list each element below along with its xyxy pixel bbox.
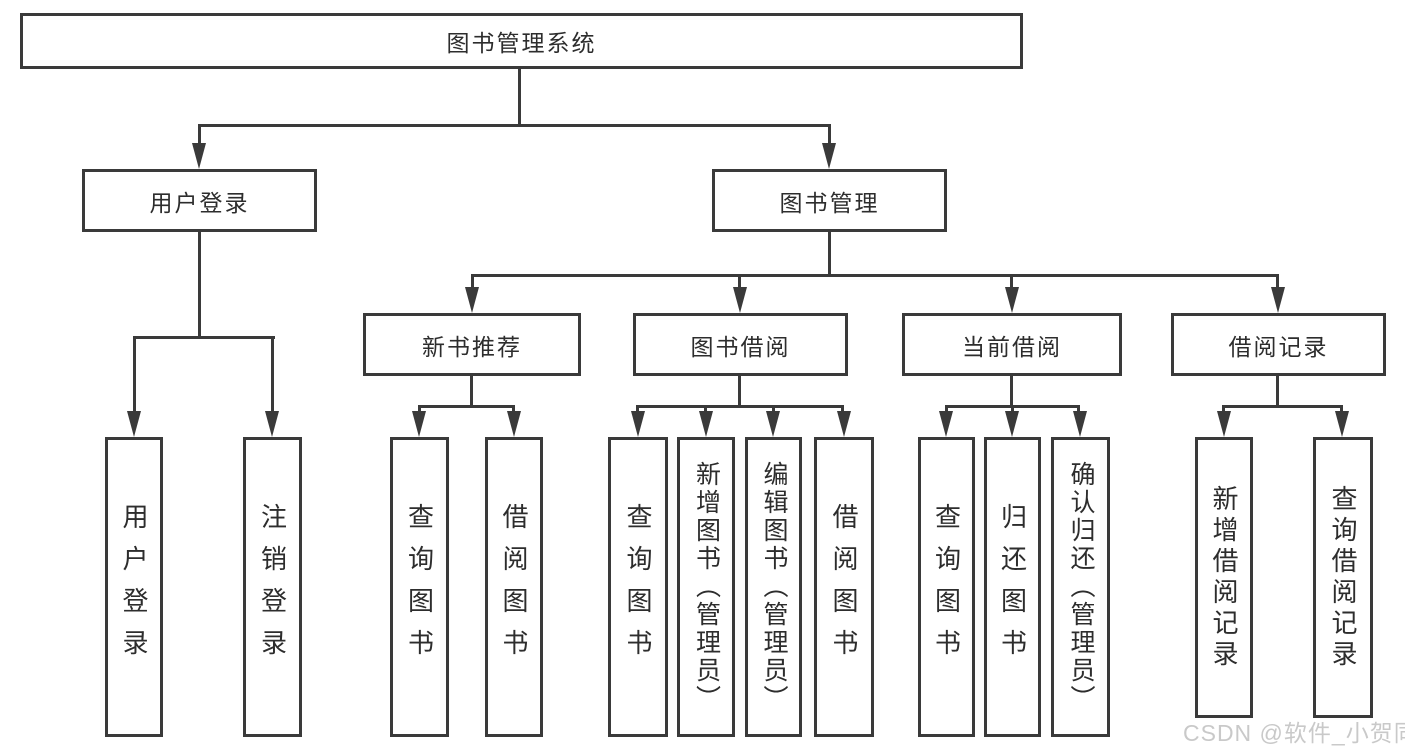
node-label: 注销登录 — [257, 503, 288, 671]
arrow-down-icon — [265, 411, 279, 437]
node-label: 新增借阅记录 — [1209, 484, 1239, 671]
node-label: 图书借阅 — [690, 333, 791, 360]
connector-line — [636, 405, 844, 408]
connector-line — [1222, 405, 1225, 415]
leaf-borrow-books-borrowing: 借阅图书 — [814, 437, 874, 737]
connector-line — [471, 274, 474, 290]
node-label: 查询借阅记录 — [1328, 484, 1358, 671]
connector-line — [772, 405, 775, 415]
leaf-edit-book-admin: 编辑图书（管理员） — [745, 437, 802, 737]
connector-line — [841, 405, 844, 415]
arrow-down-icon — [733, 287, 747, 313]
node-label: 用户登录 — [119, 503, 149, 671]
leaf-add-borrow-record: 新增借阅记录 — [1195, 437, 1253, 718]
leaf-confirm-return-admin: 确认归还（管理员） — [1051, 437, 1110, 737]
node-label: 查询图书 — [623, 503, 653, 671]
connector-line — [636, 405, 639, 415]
node-label: 图书管理系统 — [446, 30, 597, 56]
connector-line — [704, 405, 707, 415]
connector-line — [1010, 376, 1013, 408]
arrow-down-icon — [192, 143, 206, 169]
node-current-borrowing: 当前借阅 — [902, 313, 1122, 376]
node-label: 编辑图书（管理员） — [760, 461, 788, 713]
arrow-down-icon — [939, 411, 953, 437]
connector-line — [198, 124, 831, 127]
node-label: 归还图书 — [997, 503, 1028, 671]
node-label: 查询图书 — [404, 503, 435, 671]
arrow-down-icon — [822, 143, 836, 169]
arrow-down-icon — [127, 411, 141, 437]
arrow-down-icon — [1073, 411, 1087, 437]
connector-line — [518, 69, 521, 126]
connector-line — [1222, 405, 1343, 408]
arrow-down-icon — [1005, 411, 1019, 437]
leaf-query-books-borrowing: 查询图书 — [608, 437, 668, 737]
connector-line — [470, 376, 473, 408]
node-label: 新增图书（管理员） — [692, 461, 721, 713]
arrow-down-icon — [1005, 287, 1019, 313]
connector-line — [133, 336, 275, 339]
node-label: 借阅图书 — [499, 503, 529, 671]
leaf-query-borrow-record: 查询借阅记录 — [1313, 437, 1373, 718]
connector-line — [945, 405, 948, 415]
arrow-down-icon — [837, 411, 851, 437]
arrow-down-icon — [631, 411, 645, 437]
node-library-management-system: 图书管理系统 — [20, 13, 1023, 69]
connector-line — [1276, 274, 1279, 290]
connector-line — [1340, 405, 1343, 415]
node-label: 图书管理 — [779, 189, 880, 216]
connector-line — [198, 232, 201, 339]
node-borrowing-records: 借阅记录 — [1171, 313, 1386, 376]
connector-line — [418, 405, 421, 415]
arrow-down-icon — [465, 287, 479, 313]
node-label: 当前借阅 — [962, 333, 1062, 360]
connector-line — [271, 336, 274, 414]
leaf-query-books-recommend: 查询图书 — [390, 437, 449, 737]
arrow-down-icon — [766, 411, 780, 437]
node-label: 借阅图书 — [829, 503, 859, 671]
arrow-down-icon — [1335, 411, 1349, 437]
arrow-down-icon — [412, 411, 426, 437]
node-label: 借阅记录 — [1228, 333, 1329, 360]
connector-line — [828, 124, 831, 146]
connector-line — [738, 274, 741, 290]
node-book-borrowing: 图书借阅 — [633, 313, 848, 376]
node-label: 确认归还（管理员） — [1067, 461, 1095, 713]
watermark-text: CSDN @软件_小贺同学 — [1183, 720, 1405, 746]
connector-line — [738, 376, 741, 408]
leaf-borrow-books-recommend: 借阅图书 — [485, 437, 543, 737]
connector-line — [198, 124, 201, 146]
leaf-logout: 注销登录 — [243, 437, 302, 737]
connector-line — [1010, 274, 1013, 290]
arrow-down-icon — [699, 411, 713, 437]
leaf-user-login: 用户登录 — [105, 437, 163, 737]
connector-line — [1077, 405, 1080, 415]
leaf-query-books-current: 查询图书 — [918, 437, 975, 737]
node-user-login: 用户登录 — [82, 169, 317, 232]
arrow-down-icon — [507, 411, 521, 437]
connector-line — [133, 336, 136, 414]
arrow-down-icon — [1271, 287, 1285, 313]
node-label: 新书推荐 — [422, 333, 522, 360]
node-label: 查询图书 — [931, 503, 962, 671]
node-book-management: 图书管理 — [712, 169, 947, 232]
leaf-add-book-admin: 新增图书（管理员） — [677, 437, 735, 737]
connector-line — [1276, 376, 1279, 408]
connector-line — [1011, 405, 1014, 415]
node-label: 用户登录 — [149, 189, 250, 216]
connector-line — [512, 405, 515, 415]
connector-line — [828, 232, 831, 277]
leaf-return-books: 归还图书 — [984, 437, 1041, 737]
node-new-book-recommendation: 新书推荐 — [363, 313, 581, 376]
connector-line — [471, 274, 1279, 277]
connector-line — [418, 405, 515, 408]
arrow-down-icon — [1217, 411, 1231, 437]
